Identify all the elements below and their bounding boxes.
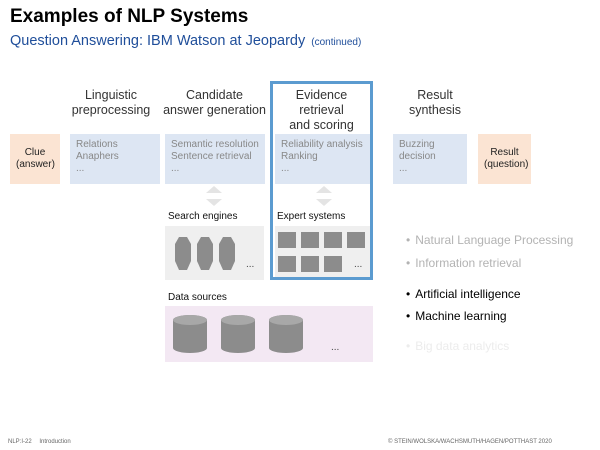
bullet-dot: • bbox=[406, 256, 411, 270]
box-line: Reliability analysis bbox=[281, 139, 363, 150]
data-sources-ellipsis: ... bbox=[331, 342, 340, 353]
expert-systems-panel: ... bbox=[275, 226, 371, 278]
search-engines-panel: ... bbox=[165, 226, 264, 280]
box-line: Semantic resolution bbox=[171, 139, 259, 150]
box-line: (question) bbox=[484, 159, 529, 170]
expert-system-icon bbox=[301, 232, 319, 248]
bullet-text: Big data analytics bbox=[415, 339, 510, 353]
box-line: Sentence retrieval bbox=[171, 151, 252, 162]
bullet-text: Artificial intelligence bbox=[415, 287, 521, 301]
clue-input-box: Clue (answer) bbox=[10, 134, 60, 184]
box-line: (answer) bbox=[16, 159, 55, 170]
expert-system-icon bbox=[278, 232, 296, 248]
stage-heading-line: Evidence retrieval bbox=[295, 88, 348, 117]
subtitle-text: Question Answering: IBM Watson at Jeopar… bbox=[10, 33, 306, 49]
preprocessing-box: Relations Anaphers ... bbox=[70, 134, 160, 184]
stage-heading-line: Candidate bbox=[186, 88, 243, 102]
bullet-text: Information retrieval bbox=[415, 256, 522, 270]
evidence-stage-highlight bbox=[270, 81, 373, 280]
stage-heading-preprocessing: Linguistic preprocessing bbox=[66, 88, 156, 118]
footer-section: Introduction bbox=[39, 439, 71, 445]
expert-system-icon bbox=[278, 256, 296, 272]
box-line: Buzzing bbox=[399, 139, 435, 150]
search-engine-icons bbox=[175, 237, 235, 270]
stage-heading-evidence-scoring: Evidence retrieval and scoring bbox=[272, 88, 371, 133]
expert-system-icon bbox=[324, 232, 342, 248]
database-icon bbox=[221, 315, 255, 353]
expert-systems-ellipsis: ... bbox=[354, 259, 363, 270]
database-icon bbox=[173, 315, 207, 353]
box-line: decision bbox=[399, 151, 436, 162]
stage-heading-line: Result bbox=[417, 88, 453, 102]
bullet-item: • Artificial intelligence bbox=[406, 287, 521, 301]
expert-system-icons bbox=[278, 232, 365, 272]
box-line: ... bbox=[171, 163, 180, 174]
box-line: Relations bbox=[76, 139, 118, 150]
bullet-item: • Natural Language Processing bbox=[406, 233, 573, 247]
stage-heading-candidate-generation: Candidate answer generation bbox=[162, 88, 267, 118]
box-line: Result bbox=[490, 147, 519, 158]
bullet-text: Natural Language Processing bbox=[415, 233, 574, 247]
stage-heading-line: answer generation bbox=[163, 103, 266, 117]
box-line: Anaphers bbox=[76, 151, 119, 162]
search-engines-ellipsis: ... bbox=[246, 259, 255, 270]
search-engines-label: Search engines bbox=[168, 211, 238, 222]
bullet-dot: • bbox=[406, 287, 411, 301]
expert-system-icon bbox=[301, 256, 319, 272]
bullet-dot: • bbox=[406, 233, 411, 247]
stage-heading-line: synthesis bbox=[408, 103, 462, 117]
bidirectional-arrow-icon bbox=[206, 186, 222, 206]
bidirectional-arrow-icon bbox=[316, 186, 332, 206]
bullet-item: • Big data analytics bbox=[406, 339, 509, 353]
expert-system-icon bbox=[324, 256, 342, 272]
stage-heading-line: preprocessing bbox=[71, 103, 151, 117]
footer-slide-ref: NLP:I-22 Introduction bbox=[8, 439, 71, 445]
stage-heading-line: and scoring bbox=[289, 118, 354, 132]
search-engine-icon bbox=[197, 237, 213, 270]
bullet-item: • Machine learning bbox=[406, 309, 507, 323]
subtitle-continued: (continued) bbox=[311, 37, 362, 48]
data-sources-label: Data sources bbox=[168, 292, 227, 303]
box-line: Clue bbox=[24, 147, 46, 158]
result-output-box: Result (question) bbox=[478, 134, 531, 184]
search-engine-icon bbox=[219, 237, 235, 270]
evidence-scoring-box: Reliability analysis Ranking ... bbox=[275, 134, 371, 184]
database-icon bbox=[269, 315, 303, 353]
stage-heading-line: Linguistic bbox=[84, 88, 138, 102]
footer-copyright: © STEIN/WOLSKA/WACHSMUTH/HAGEN/POTTHAST … bbox=[388, 439, 552, 445]
slide-title: Examples of NLP Systems bbox=[10, 6, 249, 27]
box-line: ... bbox=[399, 163, 408, 174]
bullet-item: • Information retrieval bbox=[406, 256, 521, 270]
slide-subtitle: Question Answering: IBM Watson at Jeopar… bbox=[10, 33, 361, 49]
candidate-generation-box: Semantic resolution Sentence retrieval .… bbox=[165, 134, 265, 184]
bullet-text: Machine learning bbox=[415, 309, 507, 323]
box-line: Ranking bbox=[281, 151, 318, 162]
data-sources-panel: ... bbox=[165, 306, 373, 362]
result-synthesis-box: Buzzing decision ... bbox=[393, 134, 467, 184]
database-icons bbox=[173, 315, 303, 353]
expert-system-icon bbox=[347, 232, 365, 248]
bullet-dot: • bbox=[406, 309, 411, 323]
stage-heading-result-synthesis: Result synthesis bbox=[395, 88, 475, 118]
expert-systems-label: Expert systems bbox=[277, 211, 346, 222]
search-engine-icon bbox=[175, 237, 191, 270]
footer-slide-code: NLP:I-22 bbox=[8, 439, 32, 445]
box-line: ... bbox=[76, 163, 85, 174]
bullet-dot: • bbox=[406, 339, 411, 353]
box-line: ... bbox=[281, 163, 290, 174]
